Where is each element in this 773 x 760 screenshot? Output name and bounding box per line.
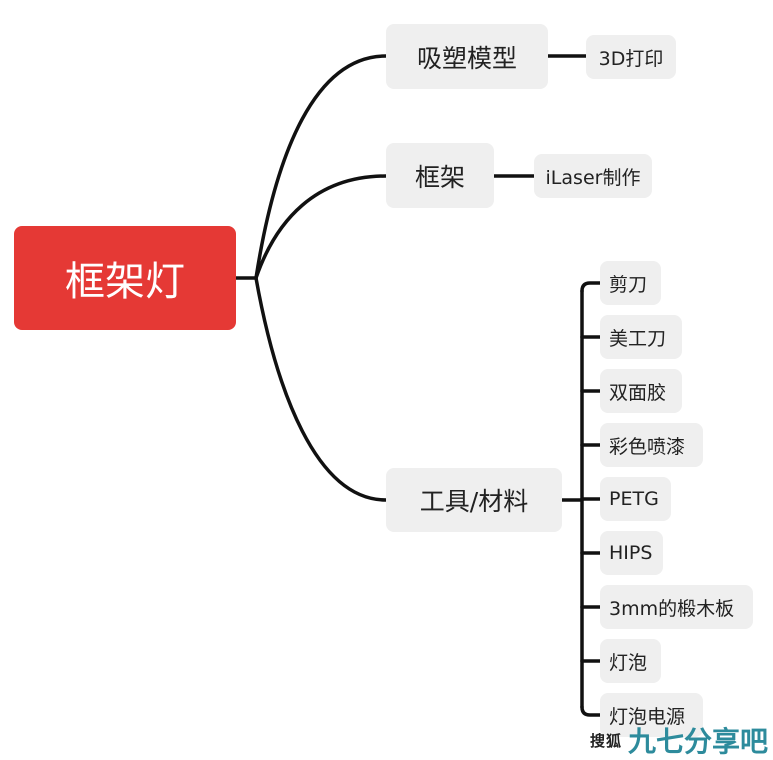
leaf-node-2-4[interactable]: PETG [600, 477, 671, 521]
leaf-node-1-0[interactable]: iLaser制作 [534, 154, 652, 198]
leaf-node-2-8[interactable]: 灯泡电源 [600, 693, 703, 737]
branch-node-2[interactable]: 工具/材料 [386, 468, 562, 532]
leaf-node-2-6[interactable]: 3mm的椴木板 [600, 585, 753, 629]
leaf-node-2-1[interactable]: 美工刀 [600, 315, 682, 359]
connector-root-branch-1 [254, 174, 388, 280]
branch-node-1[interactable]: 框架 [386, 143, 494, 208]
watermark: 搜狐 九七分享吧 [590, 722, 768, 758]
connector-root-branch-2 [254, 276, 388, 502]
connector-branch-2-leaf-0 [580, 281, 602, 293]
leaf-node-2-3[interactable]: 彩色喷漆 [600, 423, 703, 467]
connector-branch-2-leaf-8 [580, 705, 602, 717]
branch-node-0[interactable]: 吸塑模型 [386, 24, 548, 89]
leaf-node-2-0[interactable]: 剪刀 [600, 261, 661, 305]
leaf-node-0-0[interactable]: 3D打印 [586, 35, 676, 79]
connector-root-branch-0 [254, 54, 388, 280]
leaf-node-2-5[interactable]: HIPS [600, 531, 663, 575]
root-node[interactable]: 框架灯 [14, 226, 236, 330]
watermark-logo-text: 九七分享吧 [628, 725, 769, 758]
leaf-node-2-7[interactable]: 灯泡 [600, 639, 661, 683]
watermark-small-text: 搜狐 [590, 731, 623, 750]
leaf-node-2-2[interactable]: 双面胶 [600, 369, 682, 413]
